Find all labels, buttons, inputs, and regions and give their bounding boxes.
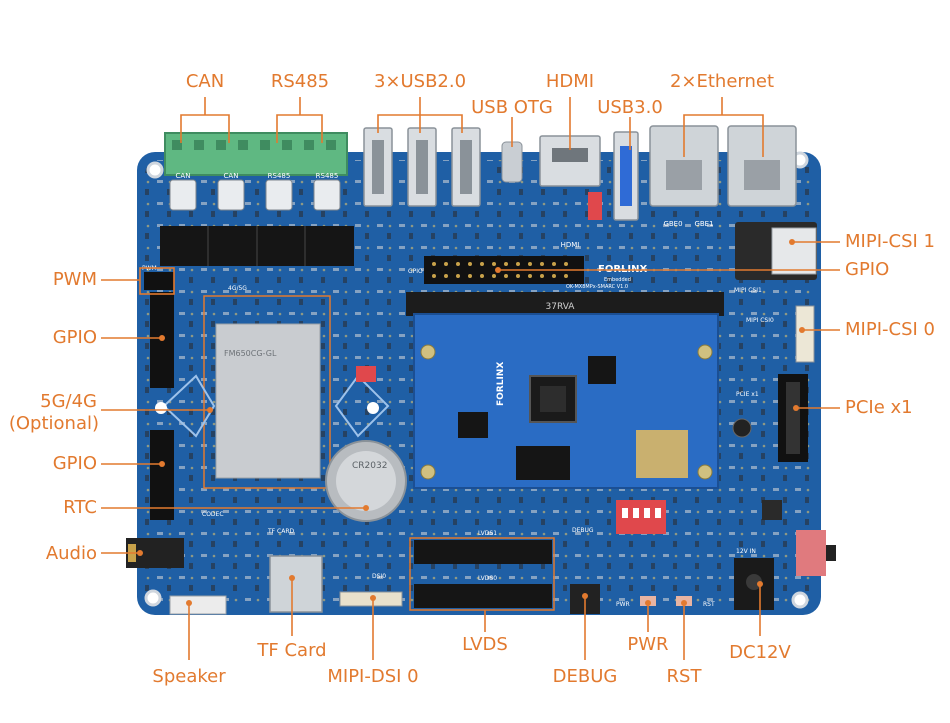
pmic-chip xyxy=(588,356,616,384)
label-hdmi: HDMI xyxy=(545,71,595,92)
label-pwr: PWR xyxy=(627,634,669,655)
label-lvds: LVDS xyxy=(462,634,508,655)
mipi-csi0-connector xyxy=(795,305,815,363)
label-mipi-dsi0: MIPI-DSI 0 xyxy=(327,666,419,687)
silk-can-a: CAN xyxy=(176,172,191,180)
silk-lvds0: LVDS0 xyxy=(478,575,497,582)
smarc-slot xyxy=(406,292,724,316)
silk-gpio: GPIO xyxy=(408,268,423,275)
silk-coin: CR2032 xyxy=(352,461,387,471)
label-audio: Audio xyxy=(45,543,97,564)
label-tf-card: TF Card xyxy=(257,640,327,661)
silk-4g5g: 4G/5G xyxy=(228,285,247,292)
power-switch xyxy=(796,530,826,576)
label-dc12v: DC12V xyxy=(729,642,791,663)
label-usb20: 3×USB2.0 xyxy=(373,71,467,92)
silk-csi1: MIPI CSI1 xyxy=(734,287,762,294)
gpio-header-left2 xyxy=(150,430,174,520)
mount-hole xyxy=(791,591,809,609)
silk-rs485-b: RS485 xyxy=(316,172,339,180)
can-rs485-terminal-block xyxy=(164,132,348,176)
silk-pcie: PCIE x1 xyxy=(736,391,759,398)
mount-hole xyxy=(146,161,164,179)
lvds1-connector xyxy=(414,540,552,564)
callout-dots xyxy=(137,239,805,606)
silk-tf: TF CARD xyxy=(267,528,294,535)
lvds0-connector xyxy=(414,584,552,608)
label-optional: (Optional) xyxy=(8,413,99,434)
label-ethernet: 2×Ethernet xyxy=(669,71,775,92)
silk-brand-sub: Embedded xyxy=(604,277,631,283)
dip-switch-top xyxy=(588,192,602,220)
label-can: CAN xyxy=(185,71,225,92)
module-mount-diamond xyxy=(162,374,216,438)
silk-debug: DEBUG xyxy=(572,527,594,534)
silk-gbe1: GBE1 xyxy=(694,220,713,228)
lvds-outline xyxy=(409,537,555,611)
silk-can-b: CAN xyxy=(224,172,239,180)
label-rst: RST xyxy=(666,666,702,687)
label-mipi-csi0: MIPI-CSI 0 xyxy=(845,319,935,340)
silk-som-brand: FORLINX xyxy=(496,362,506,406)
tf-card-slot xyxy=(269,555,323,613)
label-debug: DEBUG xyxy=(552,666,618,687)
label-rs485: RS485 xyxy=(270,71,330,92)
label-gpio-top: GPIO xyxy=(845,259,890,280)
module-slot-outline xyxy=(203,295,331,489)
silk-lvds1: LVDS1 xyxy=(478,530,497,537)
cellular-module xyxy=(215,323,321,479)
silk-slot: 37RVA xyxy=(546,302,576,312)
silk-dsi0: DSI0 xyxy=(372,573,386,580)
silk-rst: RST xyxy=(703,601,715,608)
silk-codec: CODEC xyxy=(202,511,224,518)
label-speaker: Speaker xyxy=(152,666,226,687)
label-5g-4g: 5G/4G xyxy=(40,391,97,412)
shield-can xyxy=(636,430,688,478)
silk-csi0: MIPI CSI0 xyxy=(746,317,774,324)
label-rtc: RTC xyxy=(63,497,97,518)
label-pwm: PWM xyxy=(52,269,97,290)
module-mount-diamond xyxy=(334,374,390,438)
silk-hdmi: HDMI xyxy=(561,241,580,249)
mount-hole xyxy=(144,589,162,607)
silk-12v: 12V IN xyxy=(736,548,756,555)
label-pcie: PCIe x1 xyxy=(845,397,913,418)
ram-chip xyxy=(516,446,570,480)
label-gpio-left2: GPIO xyxy=(52,453,97,474)
silk-model: OK-MX8MPx-SMARC V1.0 xyxy=(566,284,628,290)
label-usb30: USB3.0 xyxy=(597,97,663,118)
emmc-chip xyxy=(458,412,488,438)
callout-lines xyxy=(101,97,840,660)
label-gpio-left1: GPIO xyxy=(52,327,97,348)
label-mipi-csi1: MIPI-CSI 1 xyxy=(845,231,935,252)
silk-rs485-a: RS485 xyxy=(268,172,291,180)
silk-pwr: PWR xyxy=(616,601,630,608)
silk-module: FM650CG-GL xyxy=(224,349,277,358)
pwm-header xyxy=(144,272,174,290)
speaker-connector xyxy=(169,595,227,615)
label-usb-otg: USB OTG xyxy=(471,97,553,118)
silk-gbe0: GBE0 xyxy=(663,220,682,228)
usb-otg-port xyxy=(501,141,523,183)
red-jumper xyxy=(356,366,376,382)
